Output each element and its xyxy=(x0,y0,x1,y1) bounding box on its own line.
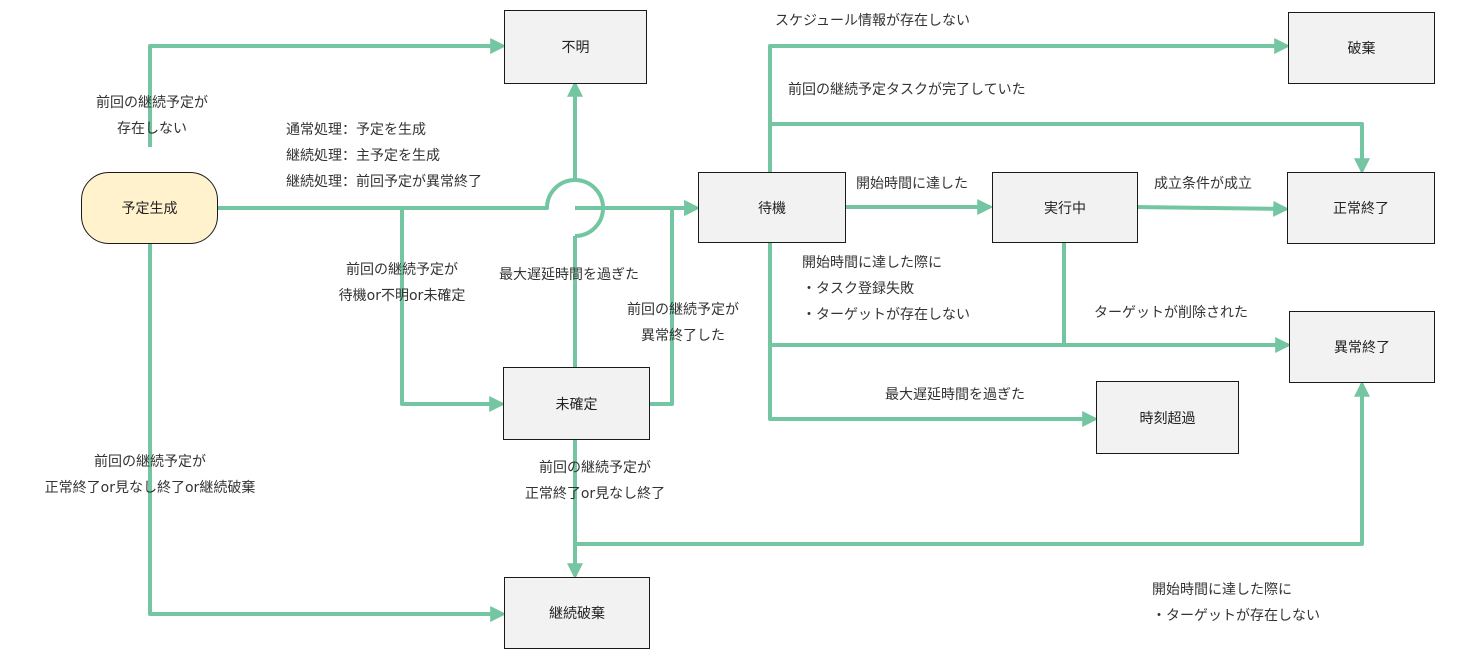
label-max-delay-waiting: 最大遅延時間を過ぎた xyxy=(885,387,1025,403)
label-prev-waiting: 前回の継続予定が 待機or不明or未確定 xyxy=(338,262,466,304)
node-continue-discard: 継続破棄 xyxy=(504,577,650,649)
node-waiting: 待機 xyxy=(698,172,846,243)
label-max-delay-undecided: 最大遅延時間を過ぎた xyxy=(499,267,639,283)
label-prev-task-done: 前回の継続予定タスクが完了していた xyxy=(788,82,1026,98)
node-undecided: 未確定 xyxy=(503,367,650,440)
edge-start-to-continue-discard xyxy=(148,244,507,622)
label-start-no-target: 開始時間に達した際に ・ターゲットが存在しない xyxy=(1152,582,1320,624)
label-normal-processing: 通常処理：予定を生成 継続処理：主予定を生成 継続処理：前回予定が異常終了 xyxy=(286,122,482,190)
edge-bottom-to-abnormal xyxy=(575,380,1370,546)
node-abnormal-end: 異常終了 xyxy=(1289,311,1435,383)
label-prev-normal-or-discard: 前回の継続予定が 正常終了or見なし終了or継続破棄 xyxy=(44,454,256,496)
edge-branch-to-undecided xyxy=(400,208,506,412)
edge-start-to-unknown xyxy=(148,38,507,147)
node-normal-end: 正常終了 xyxy=(1287,172,1435,244)
label-no-prev: 前回の継続予定が 存在しない xyxy=(96,95,208,137)
label-no-schedule: スケジュール情報が存在しない xyxy=(775,13,971,29)
label-prev-normal: 前回の継続予定が 正常終了or見なし終了 xyxy=(524,460,666,502)
edge-running-to-normal-end xyxy=(1137,200,1290,217)
label-start-time-reached: 開始時間に達した xyxy=(856,176,968,192)
edge-waiting-to-normal-end xyxy=(770,122,1370,175)
edge-undecided-to-waiting xyxy=(650,208,674,406)
node-time-over: 時刻超過 xyxy=(1096,381,1239,454)
node-discard: 破棄 xyxy=(1288,12,1435,84)
label-condition-met: 成立条件が成立 xyxy=(1154,176,1252,192)
label-start-failure: 開始時間に達した際に ・タスク登録失敗 ・ターゲットが存在しない xyxy=(802,255,970,323)
edge-waiting-to-discard xyxy=(768,38,1291,172)
node-unknown: 不明 xyxy=(504,10,647,84)
label-prev-abnormal: 前回の継続予定が 異常終了した xyxy=(627,302,739,344)
node-running: 実行中 xyxy=(992,172,1138,243)
label-target-deleted: ターゲットが削除された xyxy=(1094,305,1248,321)
node-schedule-generation: 予定生成 xyxy=(81,172,218,244)
edge-waiting-to-time-over xyxy=(768,345,1099,427)
